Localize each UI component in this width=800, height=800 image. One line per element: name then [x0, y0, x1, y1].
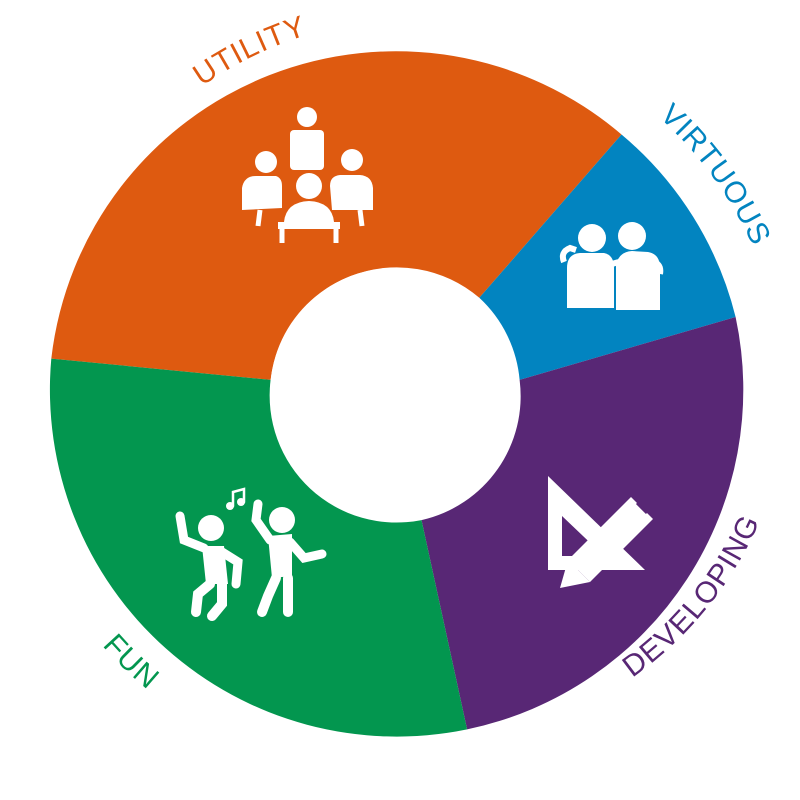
- meeting-group-icon: [242, 107, 373, 243]
- segment-utility: [51, 51, 622, 380]
- wheel-segments: [49, 51, 744, 737]
- center-hole: [270, 268, 520, 518]
- segment-fun: [49, 358, 468, 737]
- ruler-pencil-icon: [548, 476, 653, 588]
- dancing-people-icon: [175, 487, 327, 621]
- friends-embrace-icon: [559, 222, 664, 310]
